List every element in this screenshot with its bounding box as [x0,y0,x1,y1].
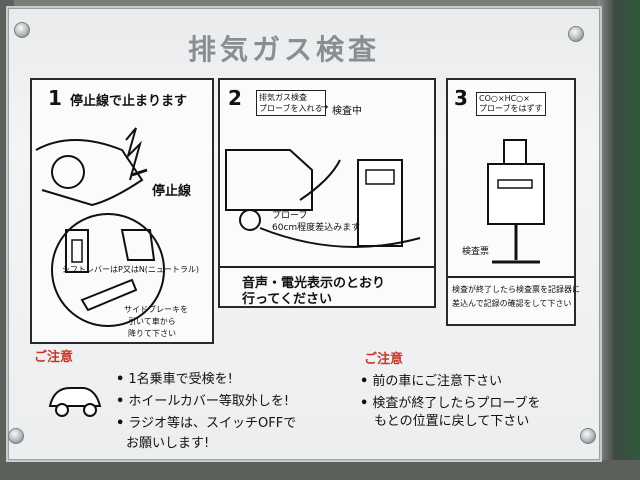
car-dashboard-illustration [35,127,165,327]
caution-item-continued: もとの位置に戻して下さい [374,414,530,429]
shift-lever-note: シフトレバーはP又はN(ニュートラル) [62,265,200,274]
result-line: プローブをはずす [479,104,543,113]
step-number: 2 [228,86,242,110]
car-rear-and-analyzer-illustration [225,149,421,248]
background-ledge [0,460,640,480]
result-line: CO○×HC○× [479,94,530,103]
result-display-box: CO○×HC○× プローブをはずす [476,92,546,116]
footer-instruction-line1: 検査が終了したら検査票を記録器に [452,285,580,294]
brake-note-line3: 降りて下さい [128,329,176,338]
bolt-icon [14,22,30,38]
step-number: 1 [48,86,62,110]
sign-plate: 排気ガス検査 1 停止線で止まります 停止線 シフトレバーはP又はN(ニュートラ… [6,6,602,462]
caution-title-right: ご注意 [364,352,404,367]
step-heading: 停止線で止まります [70,94,188,109]
footer-instruction-line2: 差込んで記録の確認をして下さい [452,299,572,308]
divider [448,276,574,278]
step-panel-1: 1 停止線で止まります 停止線 シフトレバーはP又はN(ニュートラル) サイドブ… [30,78,214,344]
recorder-stand-illustration [487,139,545,264]
probe-depth-note: 60cm程度差込みます [272,223,361,233]
sign-title: 排気ガス検査 [188,33,381,66]
status-label: 検査中 [332,106,362,117]
bolt-icon [8,428,24,444]
bolt-icon [568,26,584,42]
car-icon [48,387,102,417]
brake-note-line2: 引いて車から [128,317,176,326]
instruction-line: プローブを入れる [259,104,323,113]
divider [220,266,434,268]
instruction-box: 排気ガス検査 プローブを入れる [256,90,326,116]
caution-item-continued: お願いします! [126,436,210,451]
instruction-line: 排気ガス検査 [259,93,307,102]
step-number: 3 [454,86,468,110]
bolt-icon [580,428,596,444]
probe-label: プローブ [272,211,308,221]
caution-item: •検査が終了したらプローブを [360,396,541,411]
arrow-right-icon: → [320,102,329,113]
caution-item: •前の車にご注意下さい [360,374,503,389]
caution-item: •ラジオ等は、スイッチOFFで [116,416,297,431]
caution-item: •ホイールカバー等取外しを! [116,394,290,409]
background-window-right [598,0,640,480]
footer-instruction-line1: 音声・電光表示のとおり [242,276,386,291]
footer-instruction-line2: 行ってください [242,292,332,307]
step-panel-2: 2 排気ガス検査 プローブを入れる → 検査中 プローブ 60cm程度差込みます… [218,78,436,308]
caution-item: •1名乗車で受検を! [116,372,233,387]
brake-note-line1: サイドブレーキを [124,305,188,314]
stop-line-label: 停止線 [152,184,192,199]
ticket-label: 検査票 [462,247,490,257]
caution-title-left: ご注意 [34,350,74,365]
step-panel-3: 3 CO○×HC○× プローブをはずす 検査票 検査が終了したら検査票を記録器に… [446,78,580,326]
